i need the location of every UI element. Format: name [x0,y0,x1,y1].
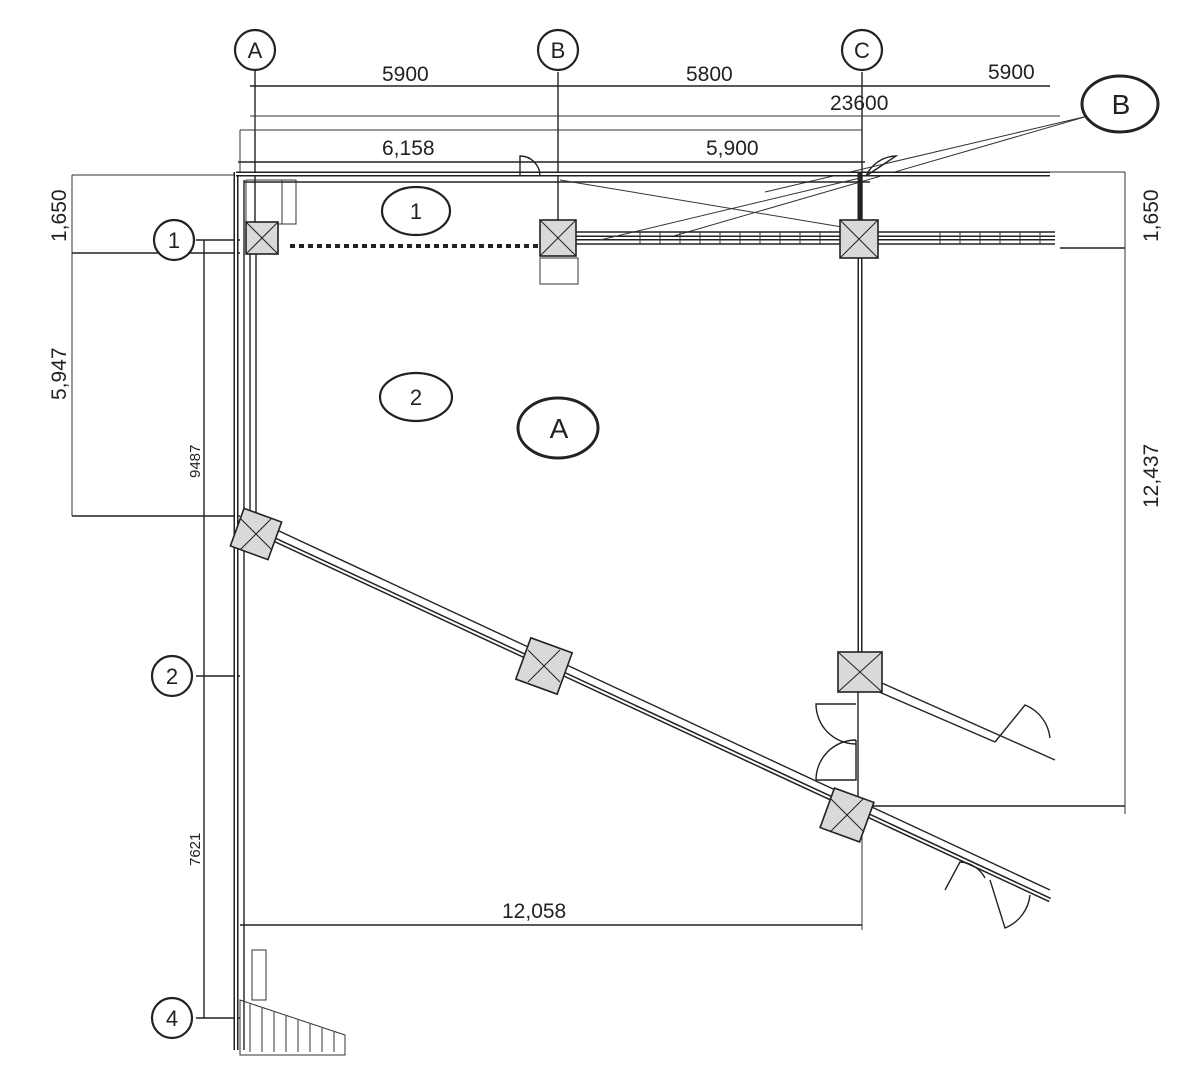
corridor-hatch [639,232,1041,244]
dim-top-bay-2: 5800 [686,63,733,86]
door-lower-diagonal-1 [944,861,986,891]
svg-text:A: A [550,413,569,444]
svg-text:1: 1 [410,199,422,224]
grid-bubble-left-1: 1 [152,218,196,262]
column-a1 [245,221,279,255]
grid-bubble-left-2: 2 [150,654,194,698]
dim-top-overall: 23600 [830,92,888,115]
room-2-label: 2 [378,371,454,423]
dim-upper-width-right: 5,900 [706,137,759,160]
callout-b: B [659,74,1160,241]
column-diagonal-end [819,787,875,843]
dim-grid-2-4: 7621 [187,833,204,866]
grid-bubble-top-b: B [536,28,580,72]
stair-hatch [239,949,346,1056]
door-grid-c-upper [815,703,857,745]
right-dimension-strings [862,171,1126,814]
column-c1 [839,219,879,259]
left-dimension-strings [71,174,240,1019]
grid-bubble-top-c: C [840,28,884,72]
area-a-label: A [516,396,600,460]
grid-bubble-top-a: A [233,28,277,72]
column-a-diagonal-start [229,507,283,561]
column-c-mid [837,651,883,693]
door-top-2 [865,155,899,177]
room-1-label: 1 [380,185,452,237]
dim-left-top: 1,650 [48,189,71,242]
door-right-diagonal [994,704,1051,743]
door-grid-c-lower [815,739,857,781]
svg-text:4: 4 [166,1006,178,1031]
svg-text:C: C [854,38,870,63]
dim-top-bay-1: 5900 [382,63,429,86]
svg-text:2: 2 [410,385,422,410]
dim-top-bay-3: 5900 [988,61,1035,84]
dim-left-mid: 5,947 [48,347,71,400]
upper-cross-line [559,179,861,231]
door-lower-diagonal-2 [989,879,1031,929]
dim-right-height: 12,437 [1140,444,1163,508]
svg-text:B: B [1112,89,1131,120]
dim-right-top: 1,650 [1140,189,1163,242]
column-diagonal-mid [514,636,574,696]
dim-upper-width-left: 6,158 [382,137,435,160]
walls [233,171,1056,1050]
svg-text:A: A [248,38,263,63]
svg-text:B: B [551,38,566,63]
column-b1 [539,219,579,285]
upper-cross-line-2 [599,177,861,241]
svg-text:2: 2 [166,664,178,689]
dim-bottom-width: 12,058 [502,900,566,923]
door-top-1 [519,155,541,177]
top-dimension-strings [238,70,1060,250]
svg-text:1: 1 [168,228,180,253]
dim-grid-1-2: 9487 [187,445,204,478]
grid-bubble-left-4: 4 [150,996,194,1040]
